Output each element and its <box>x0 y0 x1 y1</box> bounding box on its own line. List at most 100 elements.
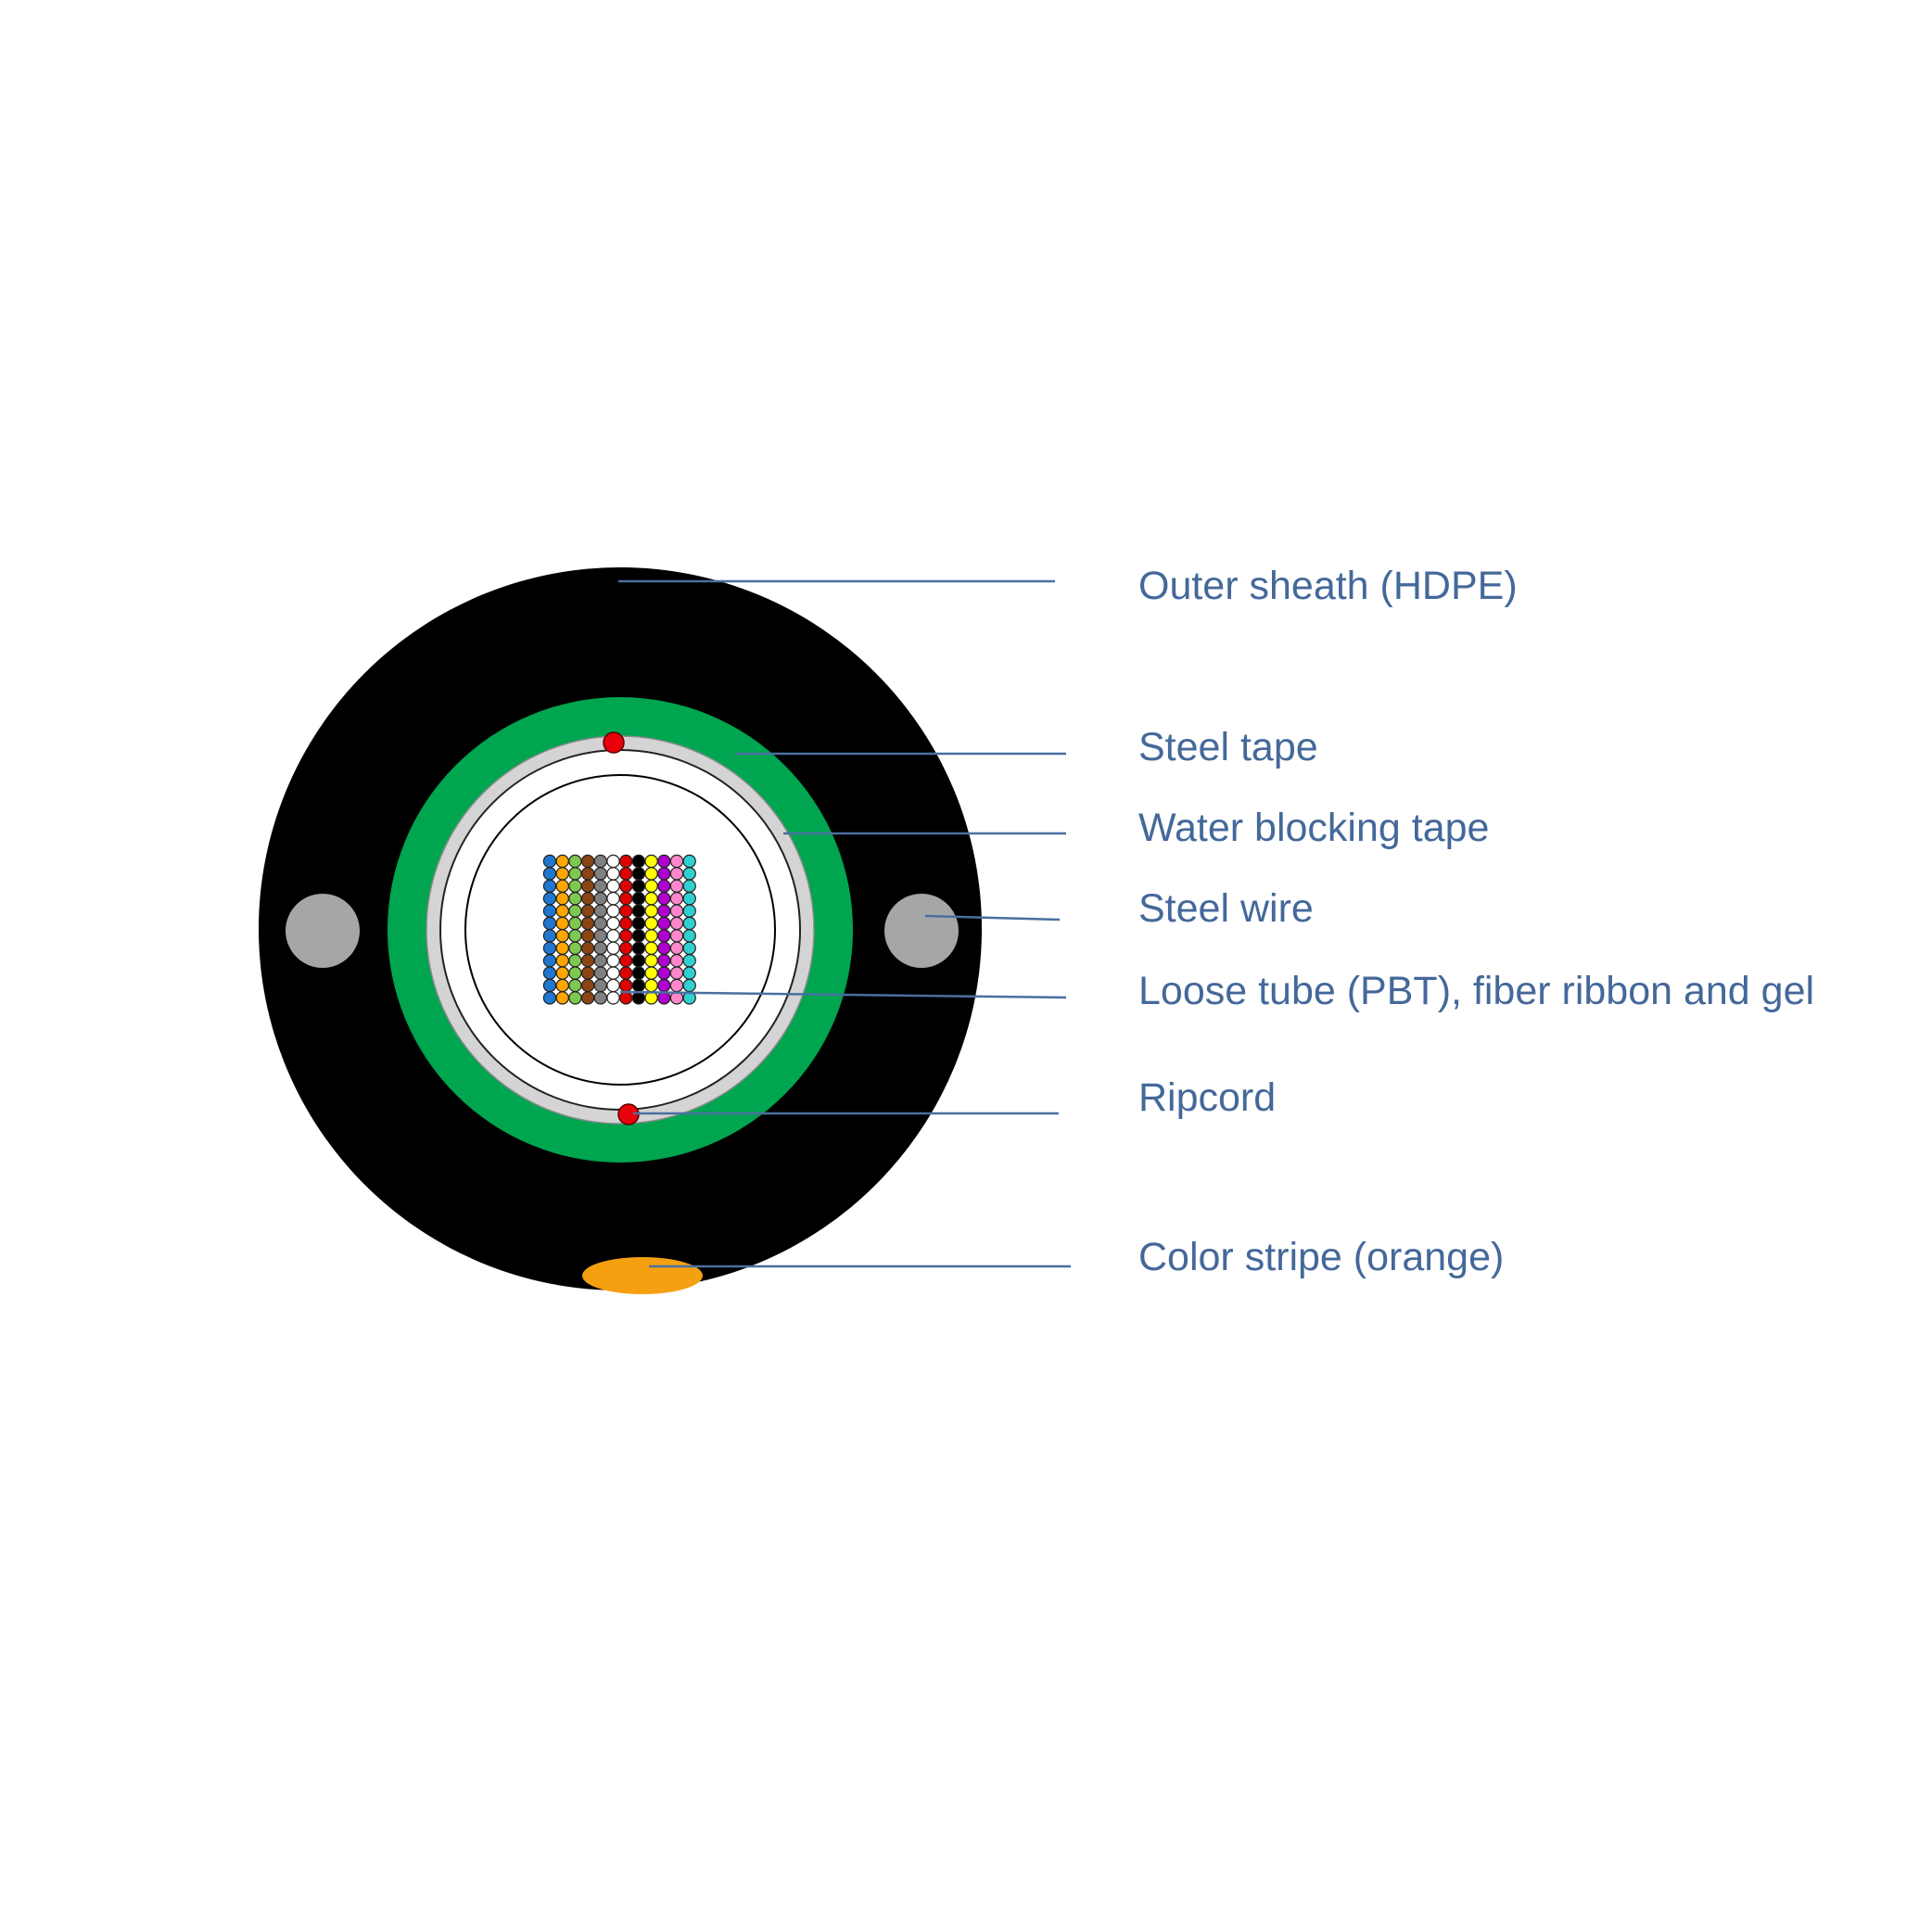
fiber-dot <box>606 879 620 894</box>
fiber-dot <box>644 916 658 931</box>
fiber-dot <box>555 953 569 968</box>
fiber-dot <box>631 978 646 993</box>
fiber-dot <box>606 904 620 918</box>
fiber-dot <box>593 953 608 968</box>
fiber-dot <box>682 929 696 943</box>
fiber-dot <box>631 892 646 906</box>
fiber-dot <box>669 904 684 918</box>
leader-line-loose-tube <box>619 990 1067 999</box>
label-outer-sheath: Outer sheath (HDPE) <box>1138 564 1518 608</box>
fiber-dot <box>555 904 569 918</box>
fiber-dot <box>669 854 684 869</box>
fiber-dot <box>580 929 595 943</box>
fiber-dot <box>657 941 671 956</box>
fiber-dot <box>657 966 671 980</box>
fiber-dot <box>542 966 557 980</box>
fiber-dot <box>619 879 633 894</box>
fiber-dot <box>542 904 557 918</box>
fiber-ribbon-stack <box>542 854 696 1005</box>
fiber-dot <box>657 892 671 906</box>
label-steel-tape: Steel tape <box>1138 725 1318 769</box>
fiber-dot <box>619 916 633 931</box>
fiber-dot <box>542 854 557 869</box>
fiber-dot <box>657 978 671 993</box>
fiber-dot <box>619 867 633 881</box>
fiber-dot <box>619 854 633 869</box>
fiber-dot <box>682 916 696 931</box>
fiber-dot <box>669 916 684 931</box>
fiber-dot <box>593 991 608 1005</box>
fiber-dot <box>657 854 671 869</box>
fiber-dot <box>580 966 595 980</box>
steel-wire-left <box>286 894 360 968</box>
fiber-dot <box>644 991 658 1005</box>
fiber-dot <box>555 966 569 980</box>
label-color-stripe: Color stripe (orange) <box>1138 1235 1505 1279</box>
fiber-dot <box>568 916 582 931</box>
fiber-dot <box>580 904 595 918</box>
fiber-dot <box>644 953 658 968</box>
fiber-dot <box>580 978 595 993</box>
fiber-dot <box>644 867 658 881</box>
fiber-dot <box>580 892 595 906</box>
fiber-dot <box>606 867 620 881</box>
fiber-dot <box>657 879 671 894</box>
color-stripe <box>582 1257 703 1294</box>
fiber-dot <box>593 966 608 980</box>
fiber-dot <box>682 978 696 993</box>
fiber-dot <box>555 941 569 956</box>
fiber-dot <box>568 867 582 881</box>
fiber-dot <box>593 854 608 869</box>
fiber-dot <box>568 941 582 956</box>
fiber-dot <box>631 879 646 894</box>
fiber-dot <box>682 953 696 968</box>
fiber-dot <box>682 854 696 869</box>
fiber-dot <box>542 879 557 894</box>
steel-wire-right <box>884 894 959 968</box>
fiber-dot <box>568 978 582 993</box>
fiber-dot <box>619 904 633 918</box>
fiber-dot <box>568 966 582 980</box>
fiber-dot <box>631 929 646 943</box>
fiber-dot <box>606 916 620 931</box>
fiber-dot <box>631 854 646 869</box>
fiber-dot <box>555 879 569 894</box>
label-steel-wire: Steel wire <box>1138 886 1314 931</box>
fiber-dot <box>682 966 696 980</box>
fiber-dot <box>631 953 646 968</box>
fiber-dot <box>606 991 620 1005</box>
fiber-dot <box>657 953 671 968</box>
fiber-dot <box>644 879 658 894</box>
fiber-dot <box>542 867 557 881</box>
fiber-dot <box>644 892 658 906</box>
fiber-dot <box>644 854 658 869</box>
fiber-dot <box>568 904 582 918</box>
fiber-dot <box>593 867 608 881</box>
fiber-dot <box>657 929 671 943</box>
fiber-dot <box>580 854 595 869</box>
fiber-dot <box>682 892 696 906</box>
fiber-dot <box>606 978 620 993</box>
fiber-dot <box>619 929 633 943</box>
label-ripcord: Ripcord <box>1138 1075 1277 1120</box>
label-loose-tube-fiber-ribbon-gel: Loose tube (PBT), fiber ribbon and gel <box>1138 969 1815 1013</box>
fiber-dot <box>669 929 684 943</box>
fiber-dot <box>593 978 608 993</box>
fiber-dot <box>606 941 620 956</box>
fiber-dot <box>631 991 646 1005</box>
fiber-dot <box>555 991 569 1005</box>
fiber-dot <box>580 867 595 881</box>
fiber-dot <box>593 916 608 931</box>
fiber-dot <box>542 929 557 943</box>
leader-line-steel-wire <box>924 914 1061 922</box>
fiber-dot <box>580 879 595 894</box>
fiber-dot <box>568 892 582 906</box>
fiber-dot <box>631 941 646 956</box>
loose-tube <box>464 774 776 1086</box>
fiber-dot <box>555 854 569 869</box>
fiber-dot <box>542 978 557 993</box>
fiber-dot <box>542 953 557 968</box>
fiber-dot <box>682 904 696 918</box>
fiber-dot <box>555 867 569 881</box>
